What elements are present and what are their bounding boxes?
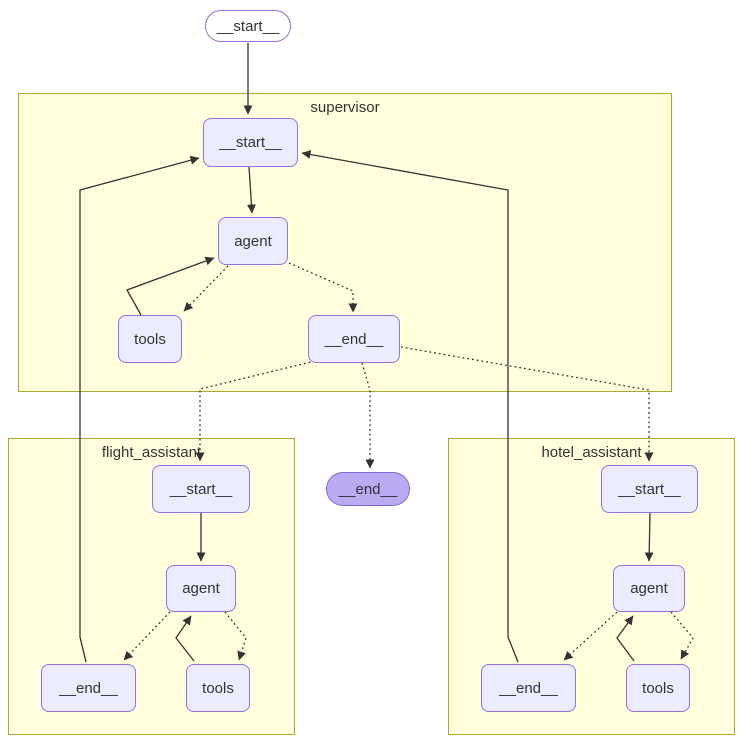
node-hotel-tools-label: tools bbox=[642, 679, 674, 697]
node-flight-agent-label: agent bbox=[182, 580, 220, 597]
edge-supervisor-end-to-hotel-start bbox=[400, 346, 654, 462]
node-hotel-end: __end__ bbox=[481, 664, 576, 712]
node-hotel-agent: agent bbox=[613, 565, 685, 612]
edge-flight-agent-to-end bbox=[123, 611, 171, 661]
node-graph-start: __start__ bbox=[205, 10, 291, 42]
node-flight-agent: agent bbox=[166, 565, 236, 612]
node-flight-end-label: __end__ bbox=[59, 679, 118, 697]
node-flight-end: __end__ bbox=[41, 664, 136, 712]
node-flight-tools: tools bbox=[186, 664, 250, 712]
cluster-flight-assistant-label: flight_assistant bbox=[101, 444, 202, 461]
node-supervisor-agent: agent bbox=[218, 217, 288, 265]
cluster-hotel-assistant-label: hotel_assistant bbox=[541, 444, 642, 461]
edge-flight-tools-to-agent bbox=[175, 615, 195, 662]
node-supervisor-start-label: __start__ bbox=[219, 134, 282, 151]
edge-supervisor-start-to-agent bbox=[246, 166, 256, 214]
node-flight-start: __start__ bbox=[152, 465, 250, 513]
node-hotel-agent-label: agent bbox=[630, 580, 668, 597]
edge-flight-end-to-supervisor-start bbox=[79, 155, 200, 663]
node-supervisor-tools: tools bbox=[118, 315, 182, 363]
node-supervisor-end-label: __end__ bbox=[324, 330, 384, 348]
node-supervisor-agent-label: agent bbox=[234, 232, 272, 250]
edge-flight-agent-to-tools bbox=[224, 611, 247, 661]
edge-supervisor-end-to-flight-start bbox=[195, 360, 316, 462]
edge-hotel-agent-to-end bbox=[563, 611, 618, 661]
edge-hotel-agent-to-tools bbox=[670, 611, 694, 660]
edge-supervisor-agent-to-tools bbox=[183, 265, 229, 312]
edge-supervisor-end-to-graph-end bbox=[361, 362, 375, 469]
edge-supervisor-tools-to-agent bbox=[126, 256, 215, 316]
node-flight-start-label: __start__ bbox=[169, 480, 233, 498]
node-supervisor-tools-label: tools bbox=[134, 330, 166, 348]
node-graph-end: __end__ bbox=[326, 472, 410, 506]
node-graph-start-label: __start__ bbox=[216, 17, 280, 35]
node-hotel-end-label: __end__ bbox=[499, 679, 558, 697]
edge-hotel-tools-to-agent bbox=[616, 615, 635, 662]
edge-hotel-end-to-supervisor-start bbox=[301, 150, 519, 663]
node-supervisor-start: __start__ bbox=[203, 118, 298, 167]
cluster-supervisor-label: supervisor bbox=[310, 99, 380, 116]
edge-supervisor-agent-to-end bbox=[288, 262, 358, 313]
node-hotel-tools: tools bbox=[626, 664, 690, 712]
node-graph-end-label: __end__ bbox=[338, 480, 398, 498]
edge-hotel-start-to-agent bbox=[644, 512, 654, 562]
node-hotel-start: __start__ bbox=[601, 465, 698, 513]
node-flight-tools-label: tools bbox=[202, 679, 234, 697]
node-hotel-start-label: __start__ bbox=[618, 480, 681, 498]
node-supervisor-end: __end__ bbox=[308, 315, 400, 363]
